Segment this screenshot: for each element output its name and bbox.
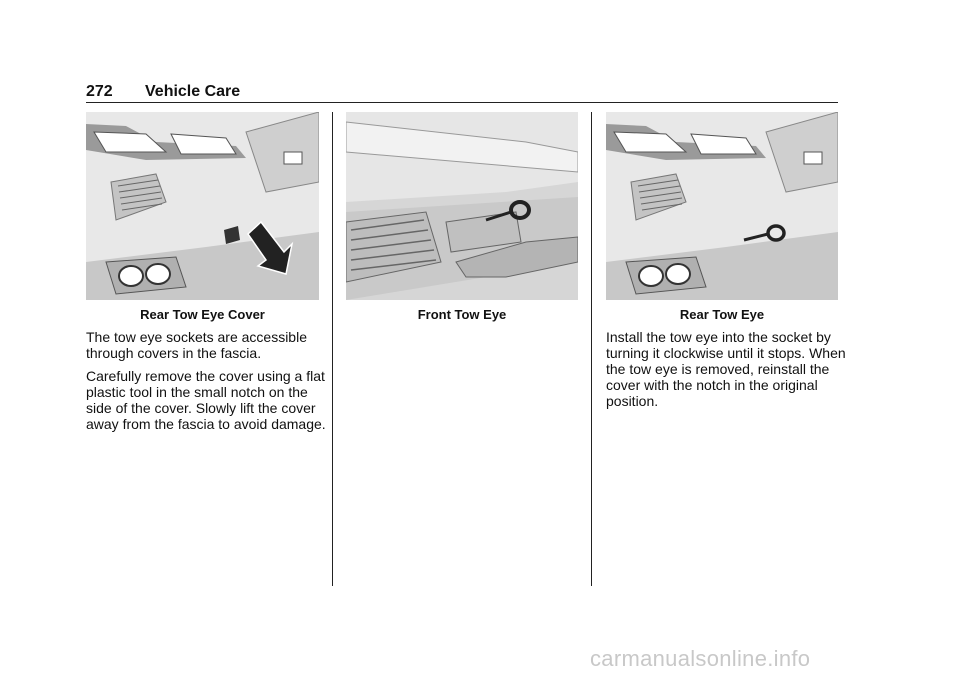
watermark: carmanualsonline.info — [590, 646, 811, 671]
rear-tow-eye-cover-illustration — [86, 112, 319, 300]
page-header: 272 Vehicle Care — [86, 83, 838, 103]
rear-tow-eye-illustration — [606, 112, 838, 300]
page-number: 272 — [86, 83, 113, 100]
body-paragraph: Install the tow eye into the socket by t… — [606, 329, 846, 409]
column-divider — [591, 112, 592, 586]
section-title: Vehicle Care — [145, 83, 241, 100]
header-rule — [86, 102, 838, 103]
figure-caption: Front Tow Eye — [417, 307, 507, 322]
front-tow-eye-illustration — [346, 112, 578, 300]
figure-caption: Rear Tow Eye Cover — [140, 307, 265, 322]
body-paragraph: The tow eye sockets are accessible throu… — [86, 329, 307, 361]
body-paragraph: Carefully remove the cover using a flat … — [86, 368, 326, 432]
column-divider — [332, 112, 333, 586]
figure-caption: Rear Tow Eye — [679, 307, 765, 322]
